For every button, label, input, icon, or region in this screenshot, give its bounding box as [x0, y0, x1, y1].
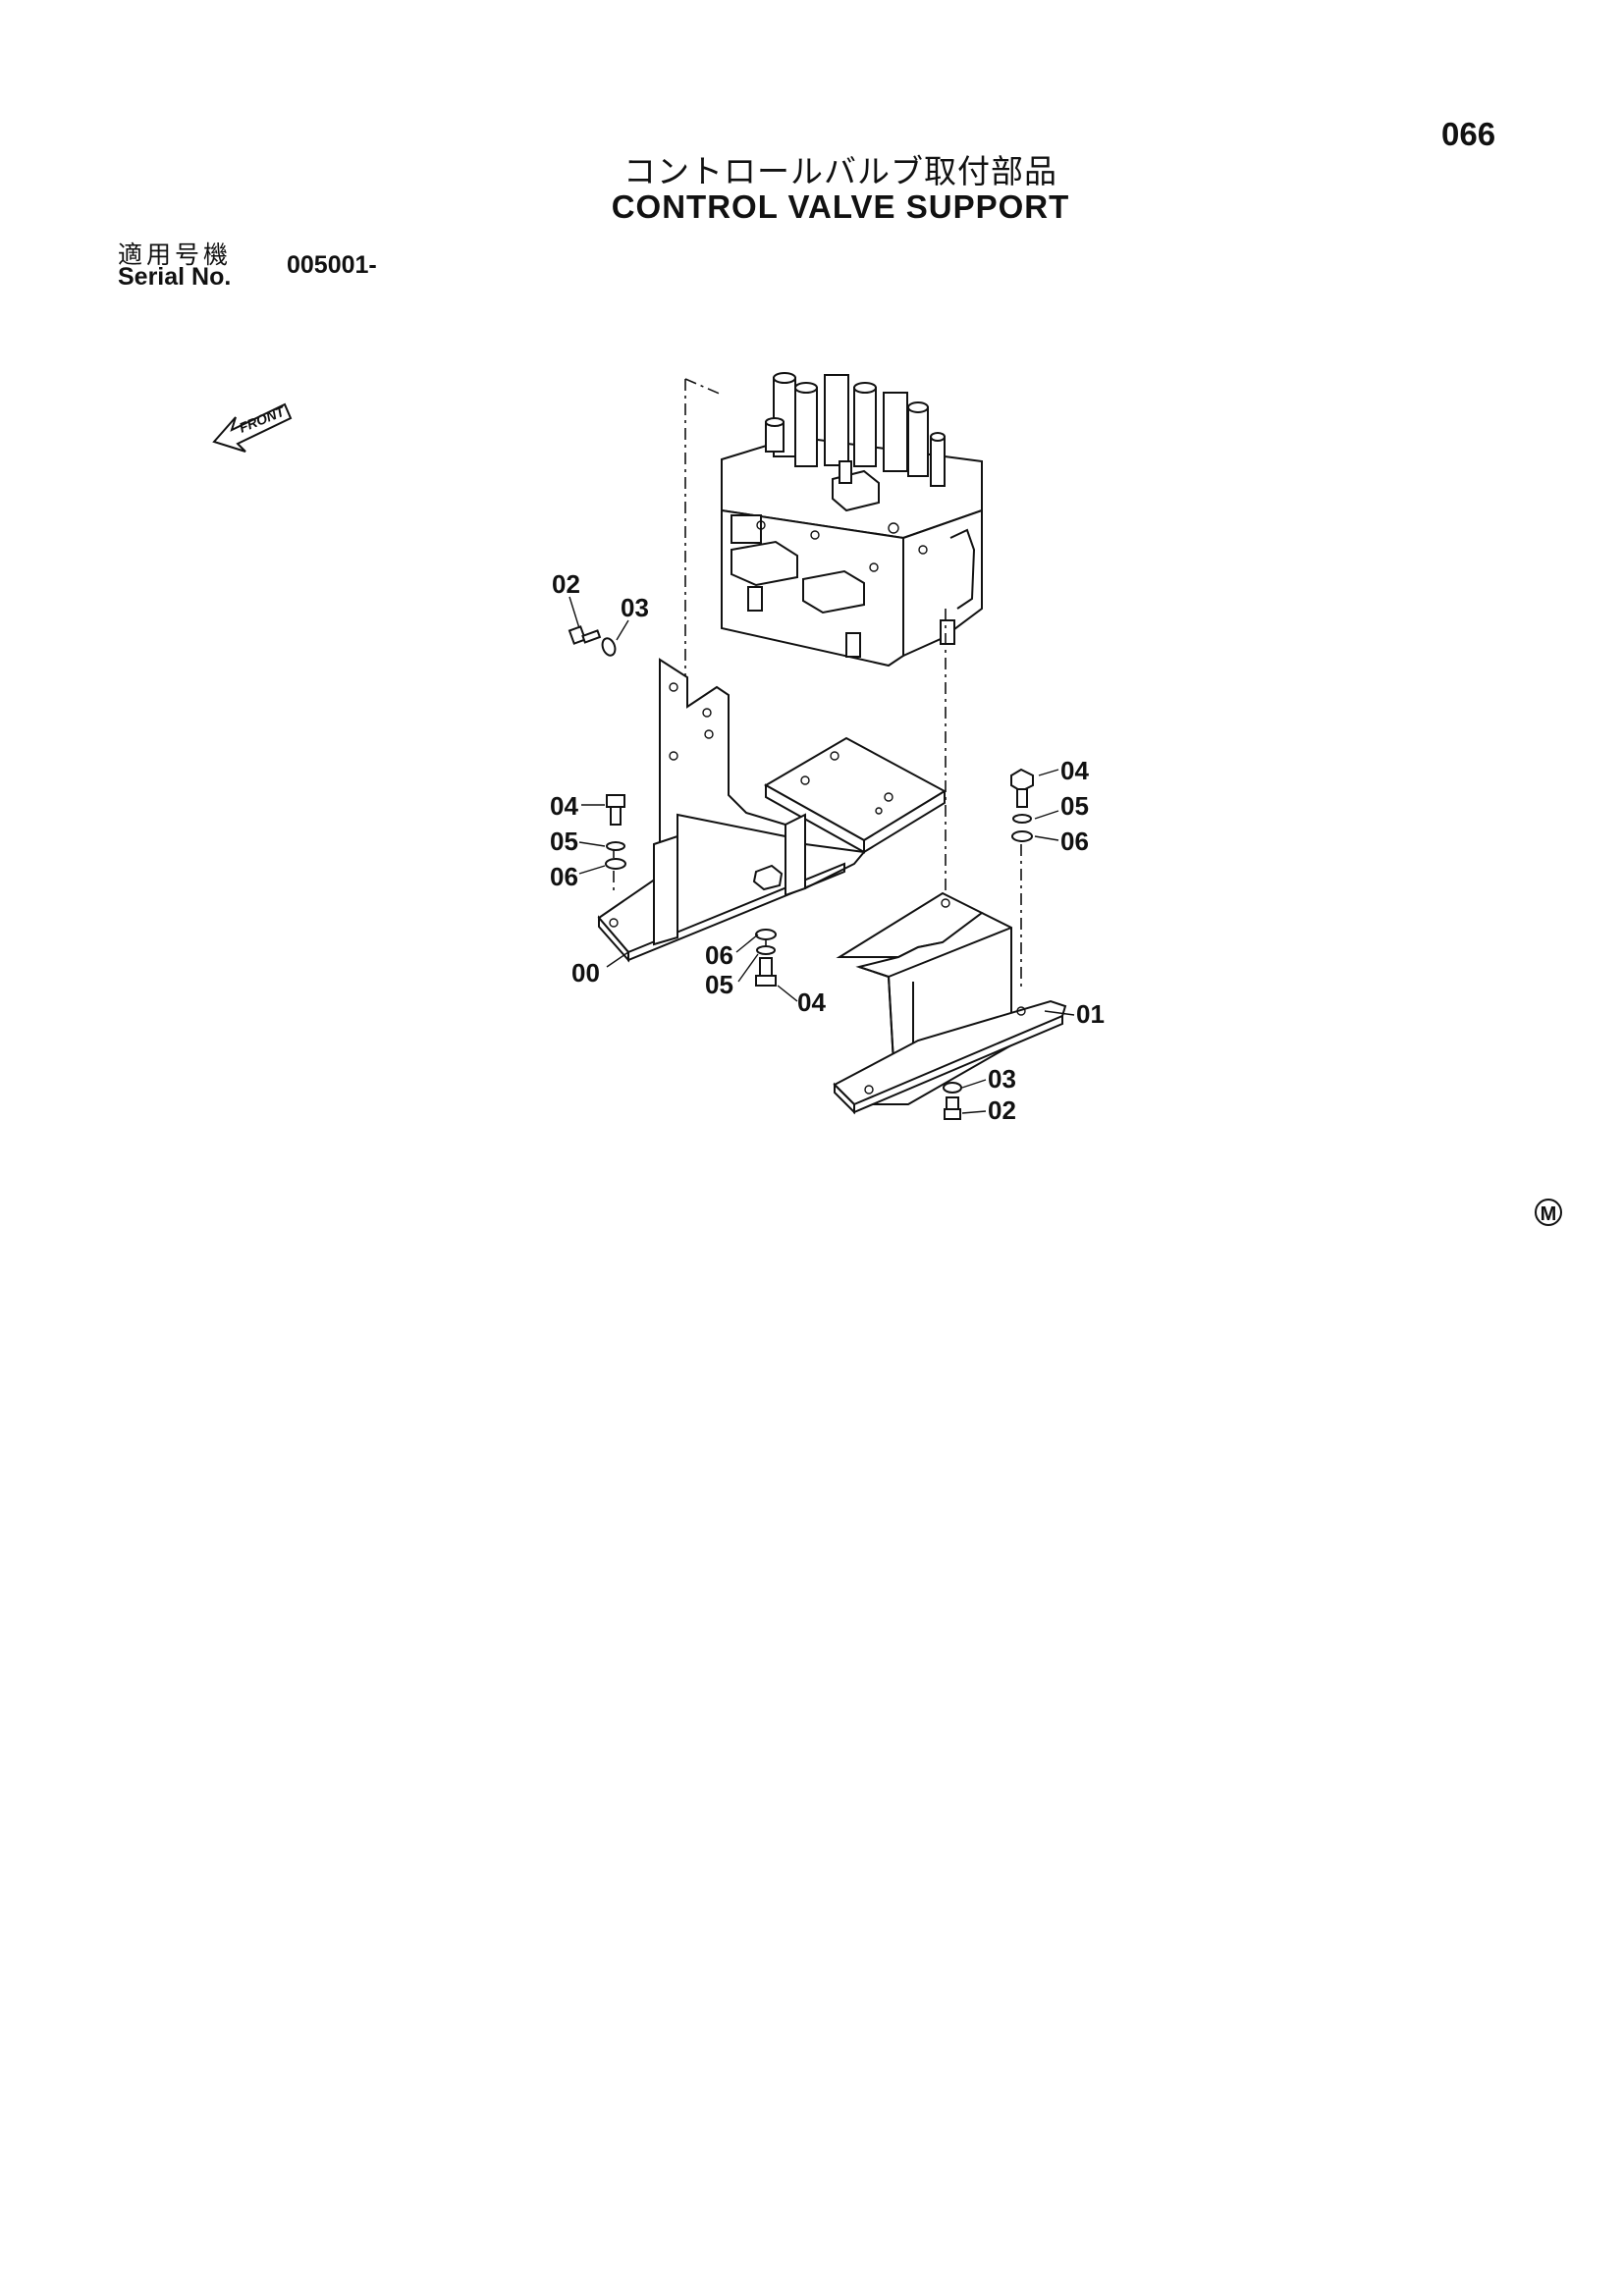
callout-right-lockwasher: 05 — [1060, 791, 1089, 821]
callout-right-bolt: 04 — [1060, 756, 1089, 785]
m-mark-icon: M — [1535, 1199, 1562, 1226]
callout-mid-bolt: 04 — [797, 988, 826, 1017]
callout-left-washer: 06 — [550, 862, 578, 891]
page-number: 066 — [1441, 116, 1496, 152]
serial-label-japanese: 適用号機 — [118, 240, 233, 269]
title-english: CONTROL VALVE SUPPORT — [611, 188, 1070, 225]
bottom-bolt-and-washer — [943, 1082, 962, 1120]
callout-leaders — [568, 596, 1075, 1114]
callout-left-lockwasher: 05 — [550, 827, 578, 856]
callout-top-washer: 03 — [621, 593, 649, 622]
middle-hardware-stack — [755, 929, 777, 987]
callout-bottom-bolt: 02 — [988, 1095, 1016, 1125]
control-valve-assembly — [721, 372, 983, 667]
callout-bottom-washer: 03 — [988, 1064, 1016, 1094]
serial-value: 005001- — [287, 251, 377, 279]
left-hardware-stack — [605, 794, 626, 870]
title-japanese: コントロールバルブ取付部品 — [623, 152, 1057, 190]
callout-mid-washer: 06 — [705, 940, 733, 970]
callout-mid-lockwasher: 05 — [705, 970, 733, 999]
callout-top-bolt: 02 — [552, 569, 580, 599]
right-hardware-stack — [1010, 768, 1034, 842]
callout-right-bracket: 01 — [1076, 999, 1105, 1029]
callout-left-bracket: 00 — [571, 958, 600, 988]
m-mark-label: M — [1541, 1203, 1557, 1225]
right-bracket-part-01 — [833, 891, 1067, 1115]
top-bolt-and-washer — [568, 625, 617, 657]
callout-left-bolt: 04 — [550, 791, 578, 821]
front-arrow-icon: FRONT — [212, 402, 293, 453]
serial-label-english: Serial No. — [118, 263, 232, 291]
callout-right-washer: 06 — [1060, 827, 1089, 856]
left-bracket-part-00 — [597, 658, 947, 963]
